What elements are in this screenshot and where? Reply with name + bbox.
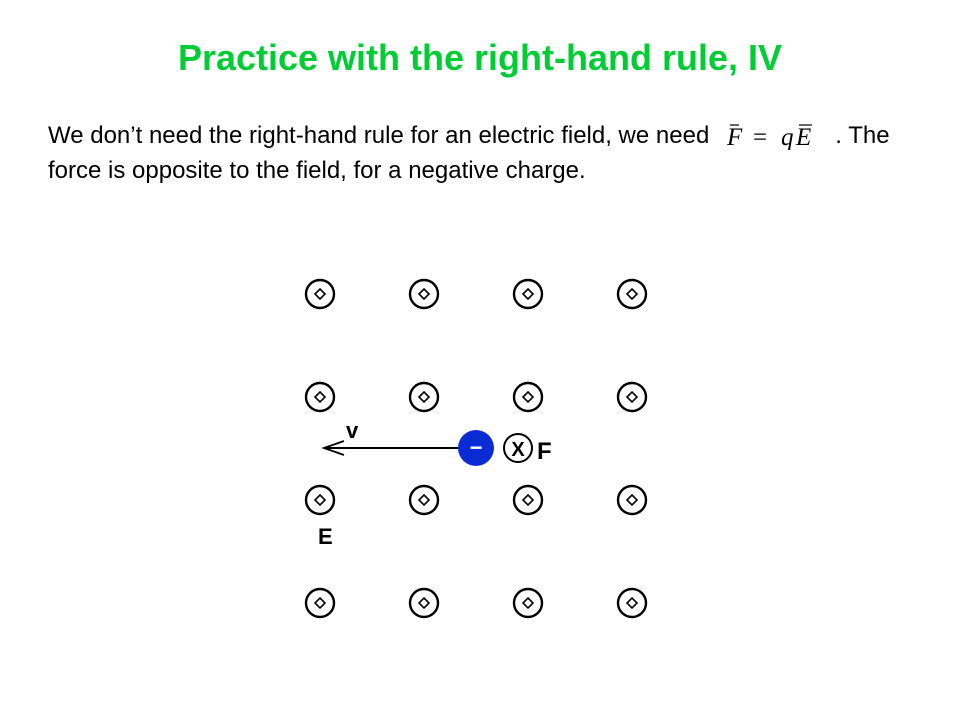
field-symbol-dot: [313, 390, 327, 404]
formula-equals: =: [753, 124, 767, 150]
field-symbol-dot: [417, 390, 431, 404]
field-symbol-ring: [616, 381, 648, 413]
field-label: E: [318, 524, 333, 549]
field-symbol-dot: [417, 596, 431, 610]
field-out-of-page-icon: [616, 484, 648, 516]
force-into-page-icon: [503, 433, 533, 463]
field-symbol-dot: [625, 287, 639, 301]
field-out-of-page-icon: [304, 381, 336, 413]
field-symbol-ring: [304, 278, 336, 310]
field-symbol-ring: [616, 484, 648, 516]
body-paragraph: We don’t need the right-hand rule for an…: [48, 118, 928, 188]
field-symbol-dot: [313, 596, 327, 610]
field-symbol-ring: [304, 381, 336, 413]
formula-f: F: [726, 124, 743, 150]
field-symbol-dot: [521, 596, 535, 610]
field-out-of-page-icon: [408, 484, 440, 516]
formula-svg: F = q E: [726, 124, 813, 150]
field-symbol-ring: [408, 484, 440, 516]
field-out-of-page-icon: [408, 381, 440, 413]
field-symbol-ring: [304, 587, 336, 619]
negative-charge: [458, 430, 494, 466]
field-symbol-ring: [512, 278, 544, 310]
diagram-svg: v − X F E: [304, 278, 648, 619]
field-symbol-ring: [616, 587, 648, 619]
field-symbol-ring: [512, 484, 544, 516]
field-out-of-page-icon: [512, 278, 544, 310]
field-symbol-dot: [313, 493, 327, 507]
field-symbol-ring: [304, 484, 336, 516]
charge-sign: −: [470, 435, 483, 460]
field-out-of-page-icon: [512, 587, 544, 619]
field-out-of-page-icon: [304, 278, 336, 310]
velocity-label: v: [346, 418, 359, 443]
formula-q: q: [781, 124, 794, 150]
field-out-of-page-icon: [616, 278, 648, 310]
body-text-part-2: . The force is opposite to the field, fo…: [48, 122, 890, 184]
field-out-of-page-icon: [304, 587, 336, 619]
field-symbol-dot: [625, 596, 639, 610]
field-symbol-dot: [625, 493, 639, 507]
field-symbol-dot: [417, 287, 431, 301]
field-symbol-ring: [512, 587, 544, 619]
field-out-of-page-icon: [616, 587, 648, 619]
field-out-of-page-icon: [304, 484, 336, 516]
field-grid: [304, 278, 648, 619]
field-symbol-dot: [313, 287, 327, 301]
field-out-of-page-icon: [408, 587, 440, 619]
field-out-of-page-icon: [512, 484, 544, 516]
field-out-of-page-icon: [512, 381, 544, 413]
field-symbol-dot: [521, 287, 535, 301]
slide-title: Practice with the right-hand rule, IV: [177, 37, 783, 78]
force-formula: F = q E: [717, 122, 833, 150]
field-symbol-dot: [625, 390, 639, 404]
field-symbol-ring: [408, 587, 440, 619]
body-text-part-1: We don’t need the right-hand rule for an…: [48, 122, 710, 149]
field-symbol-ring: [408, 381, 440, 413]
field-out-of-page-icon: [616, 381, 648, 413]
field-symbol-dot: [521, 390, 535, 404]
magnetic-field-diagram: v − X F E: [296, 262, 676, 642]
field-symbol-dot: [521, 493, 535, 507]
field-symbol-dot: [417, 493, 431, 507]
formula-e: E: [795, 124, 811, 150]
field-symbol-ring: [512, 381, 544, 413]
force-label: F: [537, 438, 552, 465]
velocity-arrowhead-icon: [321, 440, 345, 456]
force-into-page-mark: X: [511, 439, 525, 461]
field-symbol-ring: [408, 278, 440, 310]
field-symbol-ring: [616, 278, 648, 310]
field-out-of-page-icon: [408, 278, 440, 310]
